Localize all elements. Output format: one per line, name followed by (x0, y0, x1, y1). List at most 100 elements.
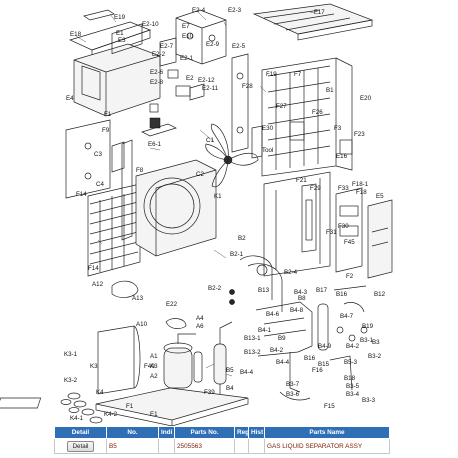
label-E16: E16 (336, 153, 348, 160)
front-cover-part (65, 119, 133, 241)
label-B18: B18 (344, 375, 356, 382)
label-F28: F28 (242, 83, 253, 90)
right-frame-part (263, 171, 331, 277)
label-B3: B3 (372, 339, 380, 346)
label-B4-4: B4-4 (276, 359, 290, 366)
cell-no: B5 (106, 438, 159, 454)
label-B3-2: B3-2 (368, 353, 382, 360)
label-B3-3: B3-3 (362, 397, 376, 404)
compressor-part (163, 318, 203, 389)
label-B12: B12 (374, 291, 386, 298)
label-A13: A13 (132, 295, 144, 302)
label-E3: E3 (118, 37, 126, 44)
column-header-indi: Indi (158, 426, 175, 439)
label-B13-2: B13-2 (244, 349, 261, 356)
electrical-box-part (73, 23, 161, 117)
label-B5-3: B5-3 (344, 359, 358, 366)
label-F26: F26 (312, 109, 323, 116)
label-B17: B17 (316, 287, 328, 294)
label-E2-4: E2-4 (192, 7, 206, 14)
label-B2-4: B2-4 (284, 269, 298, 276)
label-B4-3: B4-3 (294, 289, 308, 296)
top-cover-part (252, 3, 374, 41)
label-F40: F40 (144, 363, 155, 370)
label-B16: B16 (336, 291, 348, 298)
column-header-parts-name: Parts Name (264, 426, 390, 439)
detail-button[interactable]: Detail (66, 440, 95, 452)
label-F17: F17 (314, 9, 325, 16)
label-C4: C4 (96, 181, 104, 188)
column-header-detail: Detail (54, 426, 107, 439)
label-B4-7: B4-7 (340, 313, 354, 320)
label-B1: B1 (326, 87, 334, 94)
callout-labels: E19 E18 E1 E2-10 E2-4 E2-3 E7 E10 E2-9 E… (64, 7, 386, 422)
fan-grille-part (87, 183, 141, 277)
label-B2-1: B2-1 (230, 251, 244, 258)
label-B4-8: B4-8 (290, 307, 304, 314)
label-A10: A10 (136, 321, 148, 328)
label-F39: F39 (204, 389, 215, 396)
label-E2-5: E2-5 (232, 43, 246, 50)
label-E5: E5 (376, 193, 384, 200)
label-F21: F21 (296, 177, 307, 184)
label-B5: B5 (226, 367, 234, 374)
label-F7: F7 (294, 71, 302, 78)
terminal-cover-part (111, 280, 139, 298)
label-F14b: F14 (88, 265, 99, 272)
gas-liquid-separator-part (213, 321, 233, 394)
label-E2-11: E2-11 (202, 85, 219, 92)
label-B4-2b: B4-2 (346, 343, 360, 350)
label-E2-1: E2-1 (180, 55, 194, 62)
cell-reg (234, 438, 249, 454)
label-F33: F33 (338, 185, 349, 192)
label-B13-1: B13-1 (244, 335, 261, 342)
front-panel-part (135, 159, 217, 257)
label-B4-6: B4-6 (266, 311, 280, 318)
label-F1: F1 (104, 111, 112, 118)
label-C1: C1 (206, 137, 214, 144)
cell-hist (248, 438, 265, 454)
label-B4-1: B4-1 (258, 327, 272, 334)
label-C2: C2 (196, 171, 204, 178)
label-B4-9: B4-9 (318, 343, 332, 350)
cell-parts-no: 2505563 (174, 438, 235, 454)
column-header-no: No. (106, 426, 159, 439)
column-header-parts-no: Parts No. (174, 426, 235, 439)
label-B9: B9 (278, 335, 286, 342)
side-panel-part (231, 53, 263, 159)
label-B3-5: B3-5 (346, 383, 360, 390)
label-K3-1: K3-1 (64, 351, 78, 358)
control-board-part (141, 9, 227, 137)
label-B4-4b: B4-4 (240, 369, 254, 376)
label-B3-1: B3-1 (360, 337, 374, 344)
valve-cover-part (367, 199, 393, 279)
condenser-coil-part (261, 57, 353, 177)
label-E18: E18 (70, 31, 82, 38)
label-E2-9: E2-9 (206, 41, 220, 48)
label-A2: A2 (150, 373, 158, 380)
label-E7: E7 (182, 23, 190, 30)
label-A: A (230, 289, 235, 296)
label-K3-2: K3-2 (64, 377, 78, 384)
diagram-svg: E19 E18 E1 E2-10 E2-4 E2-3 E7 E10 E2-9 E… (0, 3, 393, 426)
sound-blanket-part (97, 325, 141, 395)
cell-parts-name: GAS LIQUID SEPARATOR ASSY (264, 438, 390, 454)
label-F2: F2 (346, 273, 354, 280)
label-B: B (230, 299, 234, 306)
label-E1b: E1 (150, 411, 158, 418)
label-E6-1: E6-1 (148, 141, 162, 148)
label-E2-6: E2-6 (150, 69, 164, 76)
column-header-hist: Hist (248, 426, 265, 439)
label-B2-2: B2-2 (208, 285, 222, 292)
label-K4-1: K4-1 (70, 415, 84, 422)
label-F15: F15 (324, 403, 335, 410)
label-F31: F31 (326, 229, 337, 236)
label-C3: C3 (94, 151, 102, 158)
label-B13: B13 (258, 287, 270, 294)
label-E10: E10 (182, 33, 194, 40)
label-F14: F14 (76, 191, 87, 198)
label-E2-8: E2-8 (150, 79, 164, 86)
table-row[interactable]: Detail B5 2505563 GAS LIQUID SEPARATOR A… (54, 438, 390, 454)
label-F18-1: F18-1 (352, 181, 369, 188)
label-F18: F18 (356, 189, 367, 196)
